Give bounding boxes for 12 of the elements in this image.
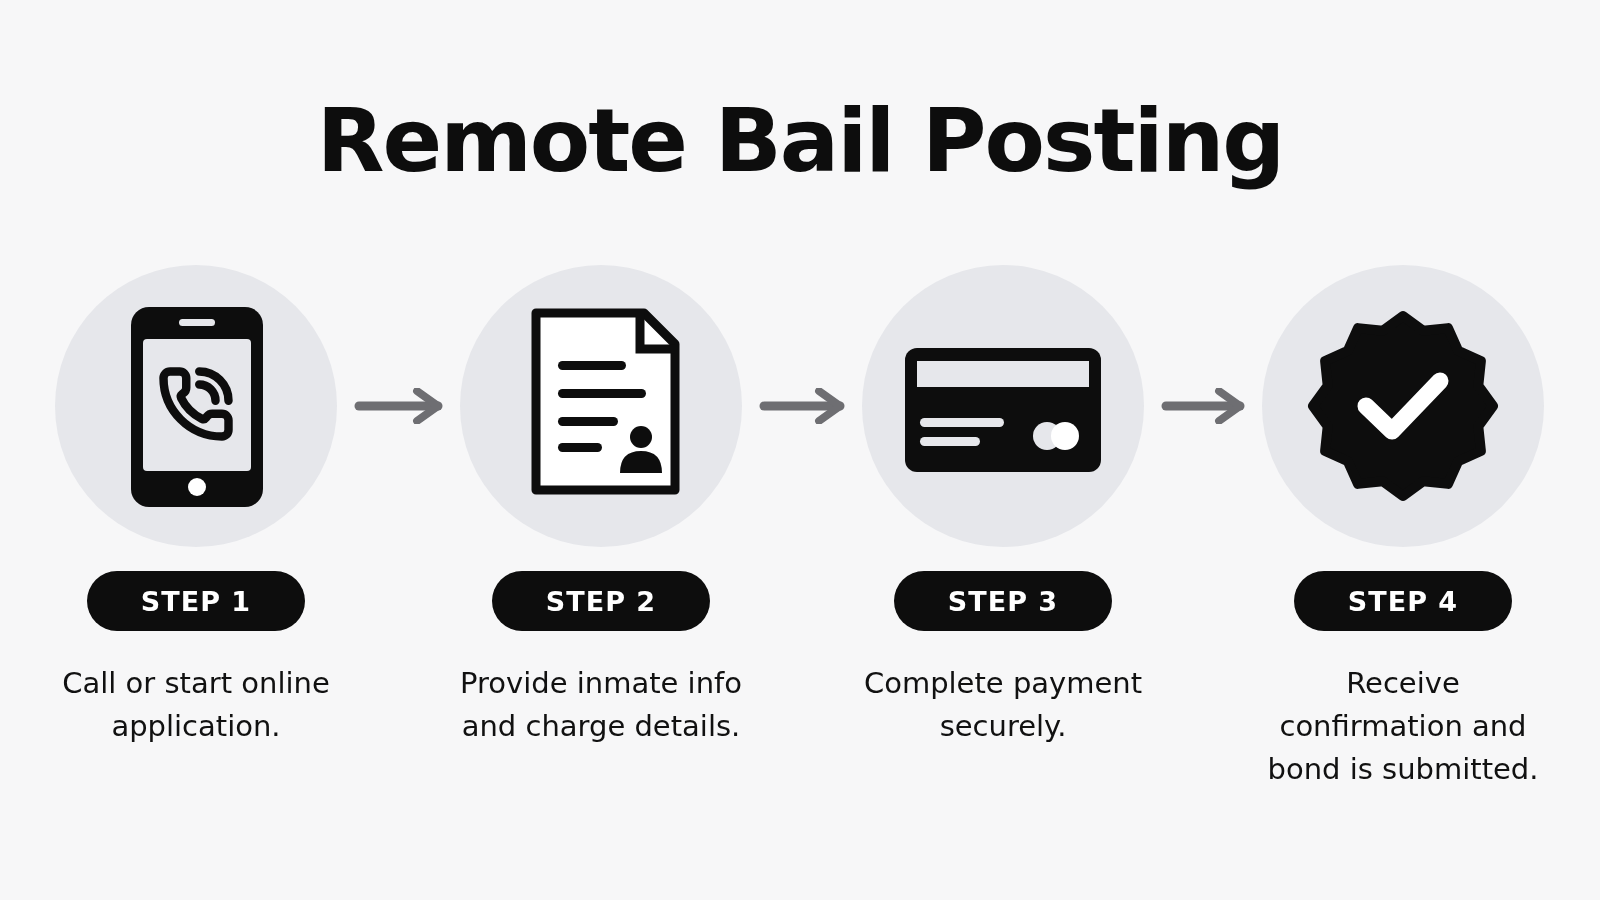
arrow [1161, 387, 1245, 425]
step-description: Complete payment securely. [862, 665, 1144, 745]
step-description: Call or start online application. [61, 665, 331, 745]
arrow [759, 387, 845, 425]
step-description: Receive confirmation and bond is submitted. [1266, 665, 1540, 788]
step-label: STEP 4 [1294, 571, 1512, 631]
step-label: STEP 1 [87, 571, 305, 631]
step-label: STEP 3 [894, 571, 1112, 631]
step-label: STEP 2 [492, 571, 710, 631]
arrow [354, 387, 443, 425]
step-description: Provide inmate info and charge details. [459, 665, 743, 745]
title: Remote Bail Posting [315, 88, 1285, 194]
